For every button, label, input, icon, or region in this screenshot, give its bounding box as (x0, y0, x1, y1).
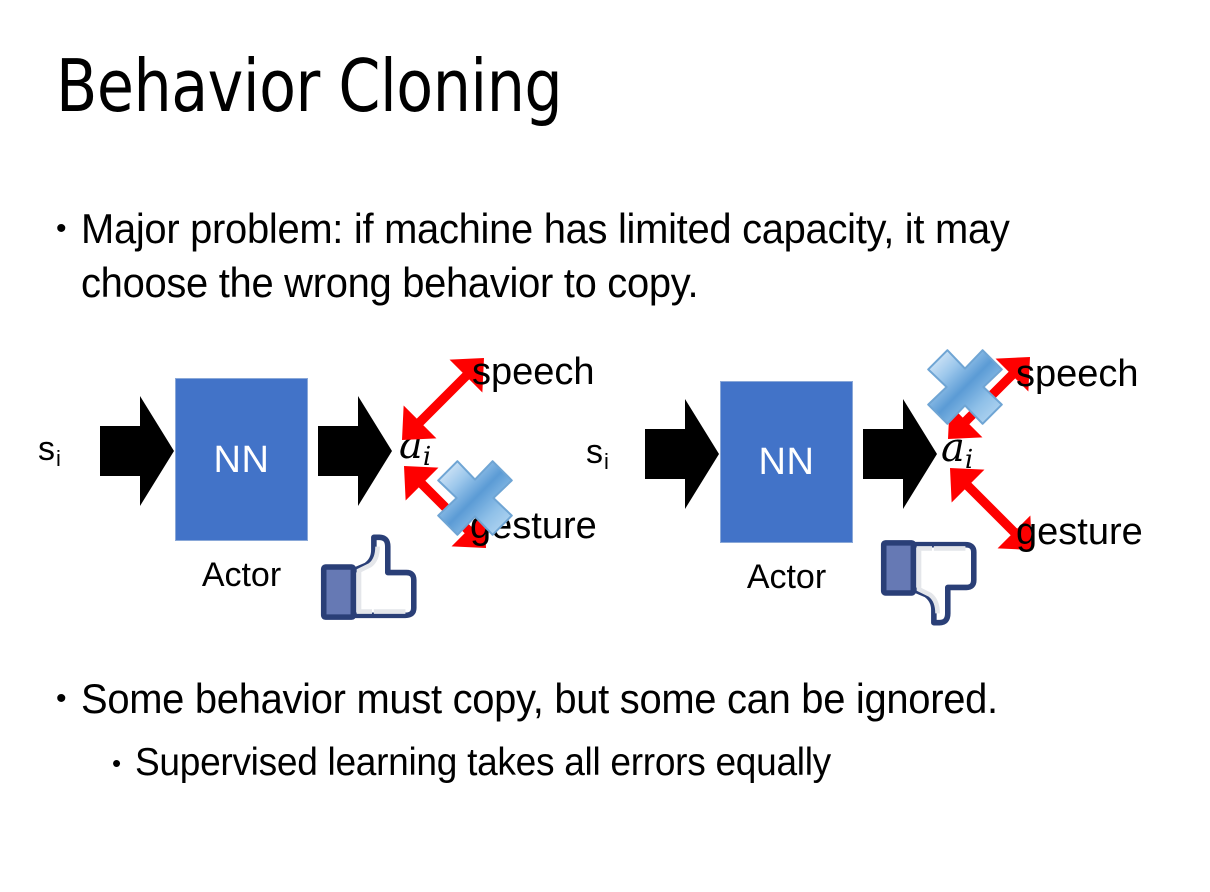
left-nn-box-label: NN (213, 438, 270, 481)
bullet-some-behavior-text: Some behavior must copy, but some can be… (80, 675, 998, 722)
right-nn-box: NN (720, 381, 853, 543)
right-output-block-arrow-icon (863, 399, 937, 509)
right-actor-label: Actor (746, 558, 827, 596)
bullet-supervised-learning-text: Supervised learning takes all errors equ… (135, 741, 832, 784)
thumbs-up-icon (320, 533, 424, 627)
bullet-marker-icon: • (56, 212, 67, 245)
bullet-major-problem: • Major problem: if machine has limited … (56, 202, 1116, 310)
left-nn-box: NN (175, 378, 308, 541)
left-blue-cross-icon (435, 458, 515, 538)
bullet-marker-icon: • (112, 748, 122, 778)
page-title: Behavior Cloning (56, 44, 563, 128)
left-speech-double-arrow-icon (402, 358, 484, 440)
bullet-major-problem-text: Major problem: if machine has limited ca… (80, 205, 1010, 306)
bullet-some-behavior: • Some behavior must copy, but some can … (56, 672, 1156, 726)
left-input-block-arrow-icon (100, 396, 174, 506)
right-blue-cross-icon (925, 347, 1005, 427)
right-nn-box-label: NN (758, 441, 815, 483)
left-speech-label: speech (472, 351, 595, 393)
right-input-block-arrow-icon (645, 399, 719, 509)
left-input-state-label: si (38, 430, 61, 471)
thumbs-down-icon (880, 533, 984, 627)
right-input-state-label: si (586, 433, 609, 474)
bullet-supervised-learning: • Supervised learning takes all errors e… (112, 736, 1152, 790)
left-actor-label: Actor (201, 556, 282, 594)
right-gesture-label: gesture (1016, 511, 1143, 553)
right-speech-label: speech (1016, 353, 1139, 395)
left-output-block-arrow-icon (318, 396, 392, 506)
right-gesture-double-arrow-icon (950, 468, 1032, 550)
bullet-marker-icon: • (56, 682, 67, 715)
